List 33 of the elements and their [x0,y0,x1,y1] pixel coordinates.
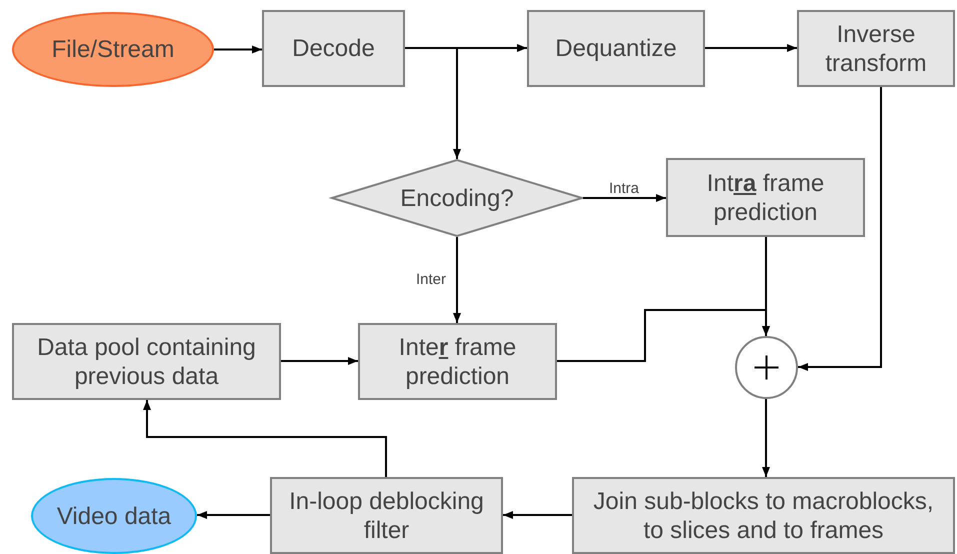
node-label: Data pool containing previous data [36,332,257,390]
node-label: Video data [56,502,172,530]
node-label: Intra frame prediction [706,168,826,226]
process-box [358,323,557,400]
arrow [557,309,770,362]
arrow [798,87,882,371]
arrow [705,44,797,52]
process-box [262,10,405,87]
arrow [197,511,270,519]
node-label: Decode [292,34,375,63]
arrow [214,46,262,54]
process-box [572,477,955,554]
node-label: Encoding? [400,184,514,212]
process-box [797,10,955,87]
node-label: Dequantize [555,34,677,63]
decision-diamond [328,158,586,238]
process-box [527,10,705,87]
node-label: In-loop deblocking filter [288,486,485,544]
process-box [666,158,865,237]
arrow [583,194,666,202]
process-box [270,477,503,554]
process-box [12,323,281,400]
node-label: Inter frame prediction [398,332,518,390]
node-label: Join sub-blocks to macroblocks, to slices and to frames [592,486,935,544]
arrow [281,357,358,365]
arrow [405,47,461,159]
arrow [503,511,572,519]
node-label: Inverse transform [824,20,928,78]
node-label: File/Stream [52,35,174,64]
sum-junction-circle [735,336,798,399]
arrow [453,237,461,323]
arrow [762,399,770,477]
arrow [143,400,387,477]
